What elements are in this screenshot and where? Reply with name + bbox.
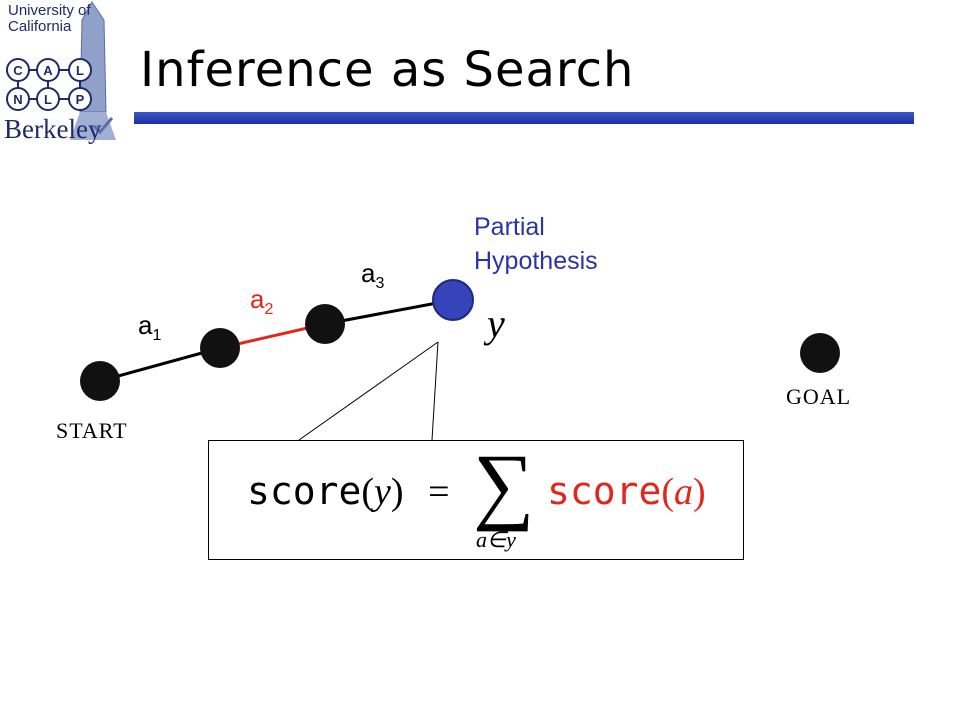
formula-fn-left: score xyxy=(247,469,362,513)
annotation-line-1: Partial xyxy=(474,213,545,241)
logo-letter: A xyxy=(43,63,53,78)
formula-var-right: a xyxy=(674,471,694,513)
intermediate-node xyxy=(305,304,345,344)
logo-university: University of xyxy=(8,2,91,19)
edge-label-text: a xyxy=(361,258,376,288)
edge-label-a1: a1 xyxy=(138,310,161,345)
formula-fn-right: score xyxy=(547,469,662,513)
logo-letter: L xyxy=(76,63,84,78)
edge-label-sub: 2 xyxy=(264,301,274,319)
logo-letter: C xyxy=(13,63,23,78)
logo-letter: L xyxy=(44,92,52,107)
edge-a1 xyxy=(99,346,221,383)
campanile-icon: C A L N L P xyxy=(6,1,116,140)
edge-label-text: a xyxy=(138,310,153,340)
logo-berkeley: Berkeley xyxy=(4,114,102,144)
formula-rhs: score(a) xyxy=(547,469,706,513)
callout-line-right xyxy=(431,341,439,441)
partial-hypothesis-node xyxy=(432,279,474,321)
formula-var-left: y xyxy=(374,471,391,513)
goal-label: GOAL xyxy=(786,384,852,409)
summation-symbol: ∑ xyxy=(473,436,535,532)
edge-label-text: a xyxy=(250,284,265,314)
formula-equals: = xyxy=(428,471,450,513)
edge-label-a3: a3 xyxy=(361,258,384,293)
logo-california: California xyxy=(8,18,72,35)
summation-subscript: a∈y xyxy=(476,527,516,552)
edge-label-a2: a2 xyxy=(250,284,273,319)
intermediate-node xyxy=(200,328,240,368)
start-label: START xyxy=(56,418,128,443)
hypothesis-variable: y xyxy=(487,301,505,346)
edge-a3 xyxy=(324,298,454,326)
callout-line-left xyxy=(298,341,439,441)
berkeley-logo: C A L N L P University of California Ber… xyxy=(0,0,130,150)
title-underline-bar xyxy=(134,112,914,124)
start-node xyxy=(80,361,120,401)
edge-label-sub: 1 xyxy=(152,327,162,345)
edge-label-sub: 3 xyxy=(375,275,385,293)
partial-hypothesis-label: Partial Hypothesis xyxy=(474,210,598,278)
logo-letter: P xyxy=(76,92,85,107)
formula-lhs: score(y) = xyxy=(247,469,450,513)
logo-letter: N xyxy=(13,92,22,107)
score-formula-box: score(y) = ∑ a∈y score(a) xyxy=(208,440,744,560)
annotation-line-2: Hypothesis xyxy=(474,247,598,275)
slide-title: Inference as Search xyxy=(140,42,635,98)
goal-node xyxy=(800,333,840,373)
